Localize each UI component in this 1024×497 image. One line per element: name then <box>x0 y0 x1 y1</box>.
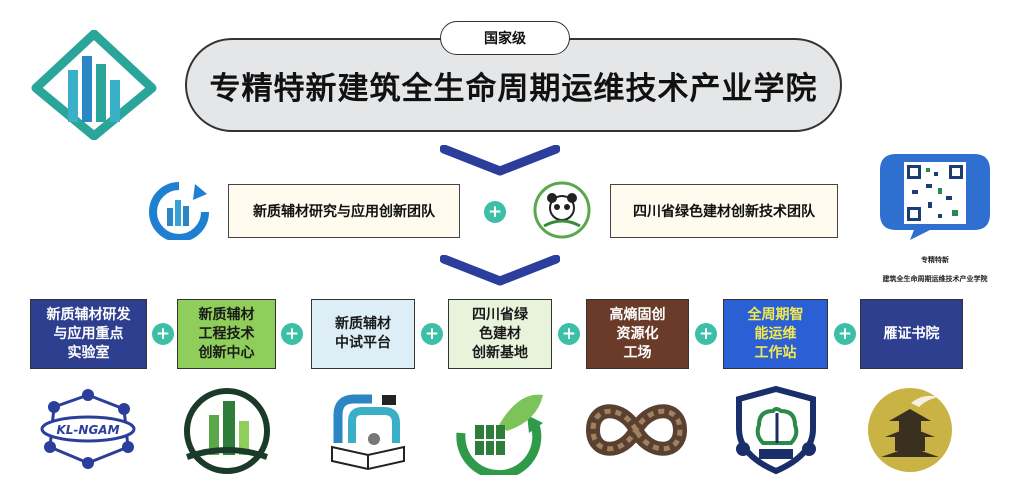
plus-icon: + <box>834 323 856 345</box>
card-label: 新质辅材研发 与应用重点 实验室 <box>46 306 131 361</box>
card-label: 高熵固创 资源化 工场 <box>609 306 666 361</box>
brain-shield-icon <box>736 385 816 475</box>
team-label: 新质辅材研究与应用创新团队 <box>253 204 435 220</box>
card-resource-workshop: 高熵固创 资源化 工场 <box>586 299 689 369</box>
green-building-icon <box>184 388 270 474</box>
kl-ngam-network-icon: KL-NGAM <box>40 389 136 469</box>
plus-icon: + <box>695 323 717 345</box>
card-pilot-platform: 新质辅材 中试平台 <box>311 299 415 369</box>
city-arrow-logo-icon <box>149 182 209 240</box>
plus-icon: + <box>152 323 174 345</box>
panda-green-logo-icon <box>533 181 591 239</box>
card-green-base: 四川省绿 色建材 创新基地 <box>448 299 552 369</box>
team-label: 四川省绿色建材创新技术团队 <box>633 204 815 220</box>
national-level-badge: 国家级 <box>440 21 570 55</box>
card-label: 四川省绿 色建材 创新基地 <box>472 306 528 361</box>
team-box-materials: 新质辅材研究与应用创新团队 <box>228 184 460 238</box>
card-engineering-center: 新质辅材 工程技术 创新中心 <box>177 299 276 369</box>
green-box-leaf-icon <box>456 394 543 475</box>
card-label: 新质辅材 工程技术 创新中心 <box>198 306 255 361</box>
team-box-green-materials: 四川省绿色建材创新技术团队 <box>610 184 838 238</box>
pipeline-book-icon <box>331 394 405 471</box>
plus-icon: + <box>484 201 506 223</box>
page-title: 专精特新建筑全生命周期运维技术产业学院 <box>209 70 818 107</box>
chevron-down-icon <box>440 255 560 286</box>
plus-icon: + <box>281 323 303 345</box>
qr-caption-line2: 建筑全生命周期运维技术产业学院 <box>882 275 988 283</box>
plus-icon: + <box>421 323 443 345</box>
card-key-lab: 新质辅材研发 与应用重点 实验室 <box>30 299 147 369</box>
plus-icon: + <box>558 323 580 345</box>
card-academy: 雁证书院 <box>860 299 963 369</box>
card-ops-workstation: 全周期智 能运维 工作站 <box>723 299 828 369</box>
card-label: 全周期智 能运维 工作站 <box>747 306 804 361</box>
kl-ngam-text: KL-NGAM <box>56 423 119 437</box>
chevron-down-icon <box>440 145 560 176</box>
pavilion-crane-icon <box>868 388 952 472</box>
infinity-chain-icon <box>585 404 688 456</box>
qr-code-icon <box>880 154 990 240</box>
academy-logo-icon <box>31 30 157 140</box>
card-label: 新质辅材 中试平台 <box>335 316 391 351</box>
qr-caption-line1: 专精特新 <box>921 256 949 264</box>
card-label: 雁证书院 <box>883 325 940 342</box>
